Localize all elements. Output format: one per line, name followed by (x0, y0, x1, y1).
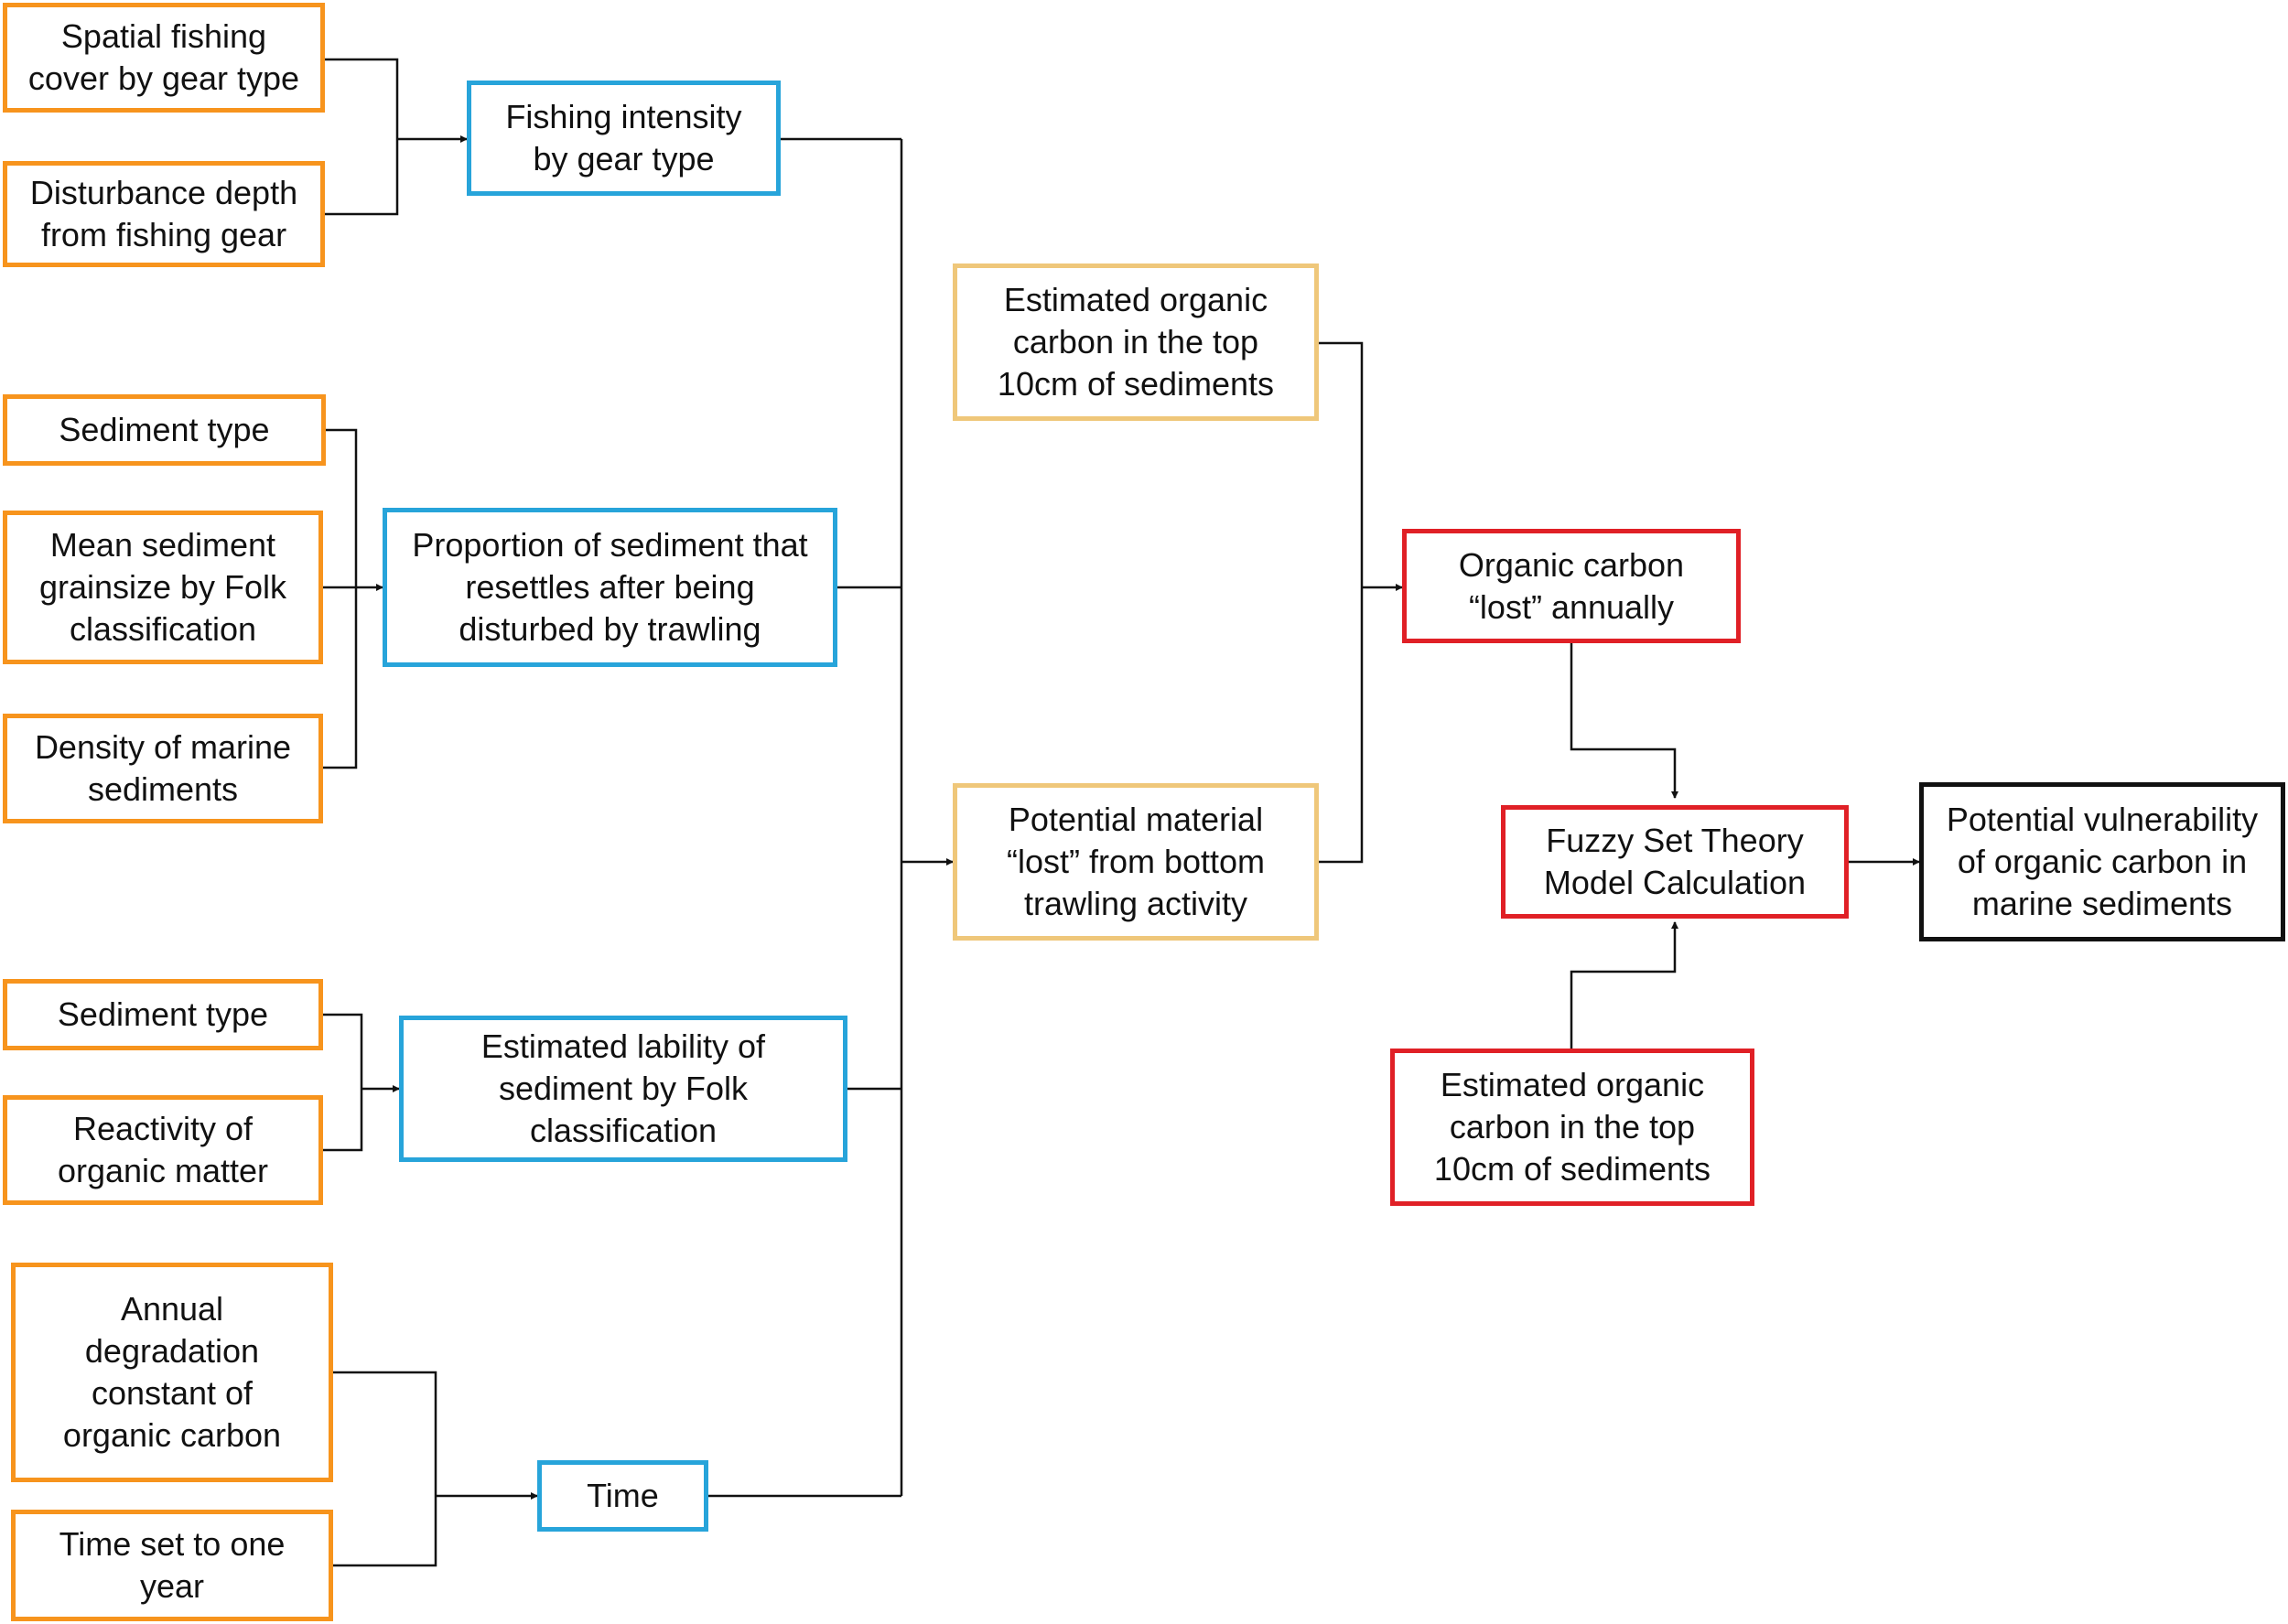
node-label: Potential material “lost” from bottom tr… (1006, 801, 1266, 922)
node-proportion-resettles: Proportion of sediment that resettles af… (383, 508, 837, 667)
node-time-set-to-one-year: Time set to one year (11, 1510, 333, 1621)
connector-degradation-to-time (333, 1371, 437, 1496)
node-fishing-intensity: Fishing intensity by gear type (467, 81, 781, 196)
connector-sedtype2-to-lability (323, 1013, 363, 1089)
connector-sedtype1-to-proportion (326, 428, 358, 587)
arrow-lost-to-fuzzy (1570, 643, 1678, 799)
node-mean-sediment-grainsize: Mean sediment grainsize by Folk classifi… (3, 511, 323, 664)
connector-spatial-to-fishing (325, 58, 399, 139)
node-disturbance-depth: Disturbance depth from fishing gear (3, 161, 325, 267)
node-label: Density of marine sediments (34, 728, 292, 808)
node-potential-material-lost: Potential material “lost” from bottom tr… (953, 783, 1319, 941)
node-label: Fuzzy Set Theory Model Calculation (1543, 822, 1807, 901)
node-label: Disturbance depth from fishing gear (29, 174, 298, 253)
connector-reactivity-to-lability (323, 1089, 363, 1152)
node-label: Mean sediment grainsize by Folk classifi… (38, 526, 287, 648)
arrow-octop10b-to-fuzzy (1570, 921, 1678, 1049)
node-label: Time set to one year (59, 1525, 286, 1605)
node-time: Time (537, 1460, 708, 1532)
connector-oc-top10-to-lost (1319, 341, 1364, 587)
node-annual-degradation-constant: Annual degradation constant of organic c… (11, 1263, 333, 1482)
connector-oneyear-to-time (333, 1496, 437, 1567)
node-label: Potential vulnerability of organic carbo… (1946, 801, 2259, 922)
connector-disturbance-to-fishing (325, 139, 399, 216)
node-label: Estimated organic carbon in the top 10cm… (1433, 1066, 1711, 1188)
node-organic-carbon-lost-annually: Organic carbon “lost” annually (1402, 529, 1741, 643)
node-estimated-oc-top10-b: Estimated organic carbon in the top 10cm… (1390, 1049, 1754, 1206)
node-label: Sediment type (57, 995, 269, 1033)
node-reactivity-organic-matter: Reactivity of organic matter (3, 1095, 323, 1205)
node-label: Time (587, 1477, 659, 1514)
node-sediment-type-1: Sediment type (3, 394, 326, 466)
node-label: Fishing intensity by gear type (505, 98, 742, 177)
node-fuzzy-set-theory: Fuzzy Set Theory Model Calculation (1501, 805, 1849, 919)
node-label: Annual degradation constant of organic c… (62, 1290, 282, 1454)
node-label: Estimated lability of sediment by Folk c… (480, 1027, 766, 1149)
node-label: Spatial fishing cover by gear type (27, 17, 300, 97)
node-label: Organic carbon “lost” annually (1458, 545, 1685, 626)
node-estimated-oc-top10-a: Estimated organic carbon in the top 10cm… (953, 263, 1319, 421)
node-density-marine-sediments: Density of marine sediments (3, 714, 323, 823)
node-estimated-lability: Estimated lability of sediment by Folk c… (399, 1016, 847, 1162)
node-label: Estimated organic carbon in the top 10cm… (997, 281, 1275, 403)
node-label: Sediment type (59, 411, 270, 448)
node-sediment-type-2: Sediment type (3, 979, 323, 1050)
node-label: Proportion of sediment that resettles af… (412, 526, 808, 648)
node-spatial-fishing-cover: Spatial fishing cover by gear type (3, 3, 325, 113)
node-potential-vulnerability: Potential vulnerability of organic carbo… (1919, 782, 2285, 941)
connector-density-to-proportion (323, 587, 358, 769)
connector-material-to-lost (1319, 587, 1364, 864)
node-label: Reactivity of organic matter (57, 1110, 269, 1189)
